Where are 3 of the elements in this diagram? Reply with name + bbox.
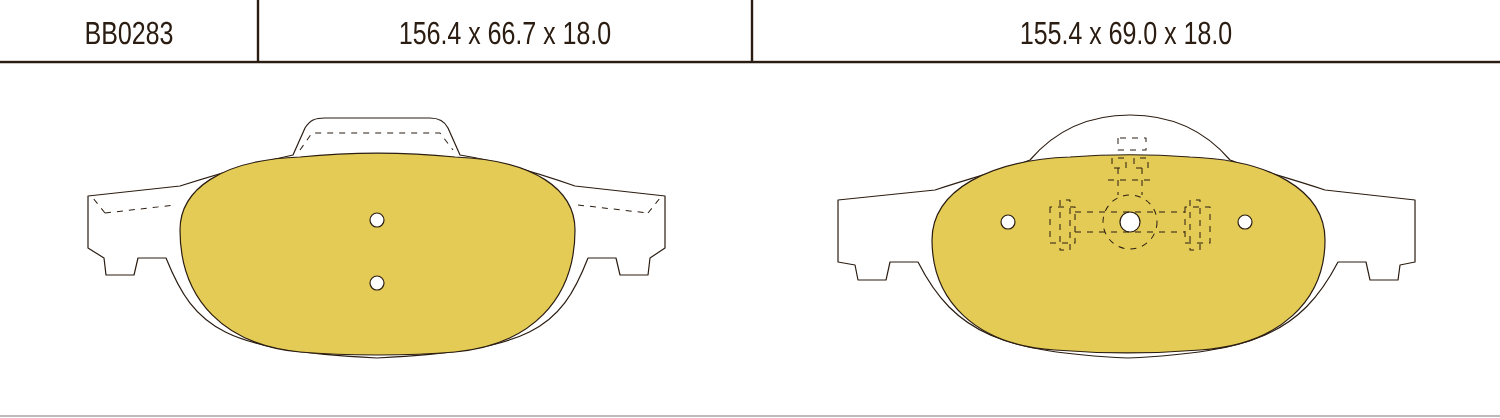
table-cell: 156.4 x 66.7 x 18.0: [400, 21, 611, 45]
table-cell: BB0283: [86, 21, 173, 45]
table-cell: 155.4 x 69.0 x 18.0: [1021, 21, 1232, 45]
